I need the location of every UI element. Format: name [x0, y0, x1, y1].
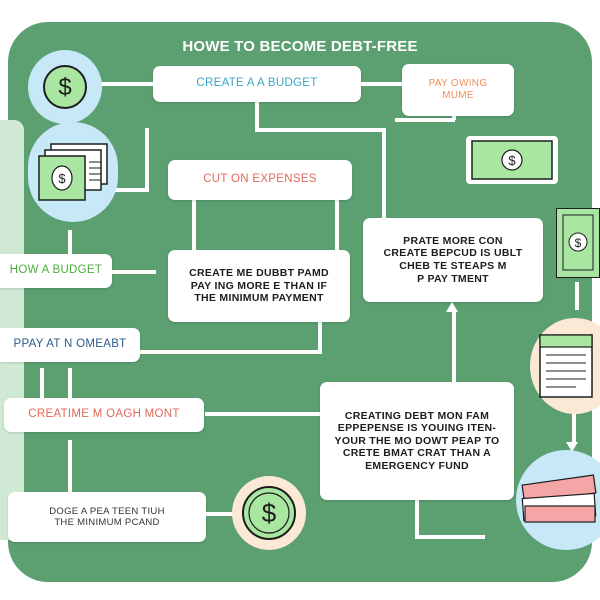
dollar-bill-icon: $	[471, 140, 553, 180]
doge-box: DOGE A PEA TEEN TIUH THE MINIMUM PCAND	[8, 492, 206, 542]
dollar-coin-icon: $	[242, 486, 296, 540]
how-budget-box: HOW A BUDGET	[0, 254, 112, 288]
left-bills-circle: $	[28, 122, 118, 222]
connector-line	[415, 500, 419, 538]
box-label: CREATE ME DUBBT PAMD PAY ING MORE E THAN…	[189, 267, 329, 305]
document-icon	[539, 334, 593, 398]
svg-text:$: $	[58, 74, 71, 101]
prate-more-box: PRATE MORE CON CREATE BEPCUD IS UBLT CHE…	[363, 218, 543, 302]
connector-line	[318, 320, 322, 353]
arrow-up-icon	[446, 302, 458, 312]
connector-line	[112, 270, 156, 274]
creatime-box: CREATIME M OAGH MONT	[4, 398, 204, 432]
svg-text:$: $	[575, 236, 582, 250]
connector-line	[115, 188, 149, 192]
connector-line	[40, 368, 44, 398]
pay-owing-box: PAY OWING MUME	[402, 64, 514, 116]
connector-line	[68, 230, 72, 266]
connector-line	[140, 350, 322, 354]
svg-text:$: $	[262, 498, 277, 528]
connector-line	[255, 100, 259, 128]
box-label: CUT ON EXPENSES	[203, 173, 317, 186]
box-label: PAY OWING MUME	[428, 78, 488, 101]
connector-line	[68, 368, 72, 398]
pay-at-box: PPAY AT N OMEABT	[0, 328, 140, 362]
bill-card: $	[466, 136, 558, 184]
connector-line	[382, 128, 386, 220]
svg-text:$: $	[508, 153, 516, 168]
connector-line	[415, 535, 485, 539]
box-label: PPAY AT N OMEABT	[13, 338, 127, 351]
connector-line	[205, 512, 235, 516]
connector-line	[192, 200, 196, 252]
arrow-down-icon	[566, 442, 578, 452]
cards-circle	[516, 450, 600, 550]
connector-line	[145, 128, 149, 188]
connector-line	[395, 118, 455, 122]
connector-line	[360, 82, 404, 86]
connector-line	[68, 440, 72, 495]
credit-cards-icon	[521, 474, 597, 523]
box-label: CREATIME M OAGH MONT	[28, 408, 180, 421]
connector-line	[452, 312, 456, 382]
creating-debt-box: CREATING DEBT MON FAM EPPEPENSE IS YOUIN…	[320, 382, 514, 500]
box-label: CREATE A A BUDGET	[196, 77, 318, 90]
diagram-title: HOWE TO BECOME DEBT-FREE	[182, 38, 418, 55]
cut-expenses-box: CUT ON EXPENSES	[168, 160, 352, 200]
connector-line	[255, 128, 385, 132]
dollar-bill-icon: $	[562, 214, 594, 271]
connector-line	[335, 195, 339, 252]
connector-line	[100, 82, 156, 86]
box-label: PRATE MORE CON CREATE BEPCUD IS UBLT CHE…	[383, 234, 523, 285]
connector-line	[205, 412, 320, 416]
bottom-dollar-circle: $	[232, 476, 306, 550]
dollar-coin-icon: $	[43, 65, 87, 109]
connector-line	[575, 282, 579, 310]
box-label: HOW A BUDGET	[9, 264, 103, 277]
create-debt-pamd-box: CREATE ME DUBBT PAMD PAY ING MORE E THAN…	[168, 250, 350, 322]
document-circle	[530, 318, 600, 414]
side-bill: $	[556, 208, 600, 278]
create-budget-box: CREATE A A BUDGET	[153, 66, 361, 102]
top-left-circle: $	[28, 50, 102, 124]
money-bills-icon: $	[38, 143, 108, 201]
box-label: DOGE A PEA TEEN TIUH THE MINIMUM PCAND	[49, 505, 165, 528]
svg-text:$: $	[58, 171, 66, 186]
box-label: CREATING DEBT MON FAM EPPEPENSE IS YOUIN…	[334, 409, 500, 472]
